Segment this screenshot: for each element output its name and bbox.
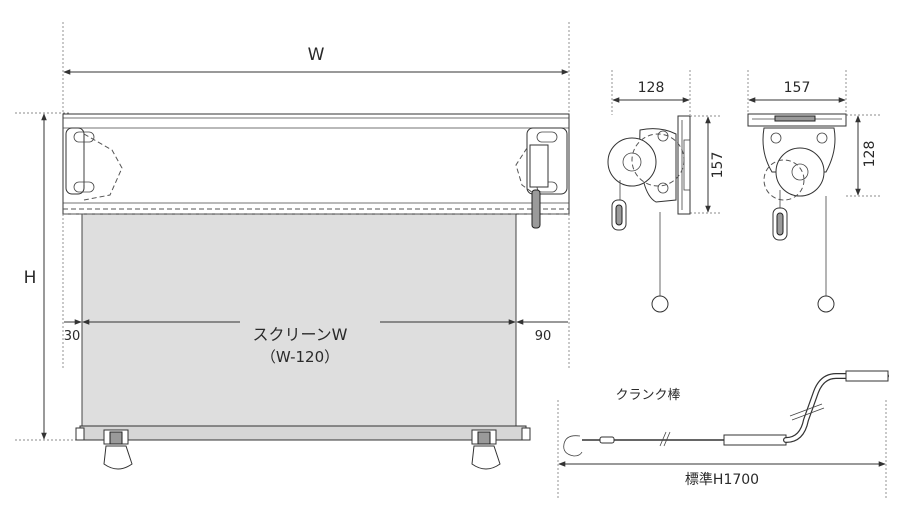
left-bracket [65, 127, 123, 201]
side-right-height-label: 128 [862, 141, 878, 168]
screen-width-formula: （W-120） [261, 348, 339, 366]
crank-hook [563, 435, 583, 457]
side-left-height-label: 157 [710, 152, 726, 179]
side-right-roll [775, 147, 825, 197]
right-bracket [515, 127, 568, 229]
side-left-roll [607, 137, 657, 187]
side-left-depth-label: 128 [638, 80, 665, 96]
front-view: W H 30 [15, 22, 570, 470]
screen-width-label: スクリーンW [252, 325, 347, 344]
height-label: H [24, 268, 37, 288]
left-offset-label: 30 [64, 329, 81, 344]
side-right-depth-label: 157 [784, 80, 811, 96]
crank-length-label: 標準H1700 [685, 472, 759, 488]
pull-handle-right [471, 429, 501, 470]
side-view-left: 128 157 [607, 70, 726, 313]
right-offset-label: 90 [535, 329, 552, 344]
head-rail [62, 113, 570, 215]
side-view-right: 157 128 [747, 70, 880, 313]
crank-grip [845, 370, 889, 382]
crank-label: クランク棒 [615, 388, 680, 403]
crank-rod-view: クランク棒 標準H1700 [557, 370, 889, 500]
bottom-bar [79, 425, 527, 441]
crank-sleeve [723, 434, 787, 446]
pull-handle-left [103, 429, 133, 470]
side-right-cord-weight [817, 295, 835, 313]
width-label: W [308, 45, 325, 65]
side-left-cord-weight [651, 295, 669, 313]
